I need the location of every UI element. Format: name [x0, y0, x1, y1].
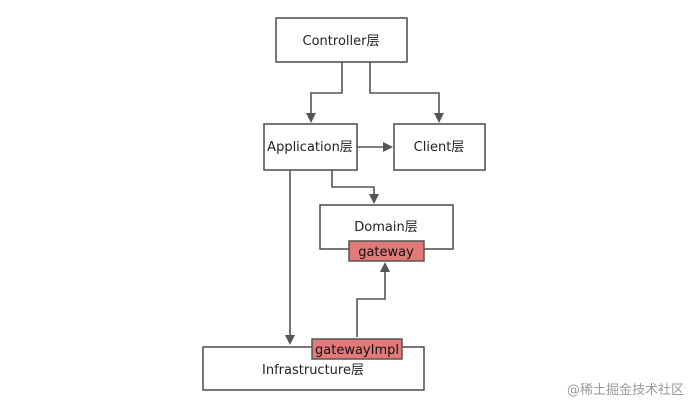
controller-layer-label: Controller层: [303, 34, 380, 49]
arrow-controller-to-client: [369, 62, 444, 123]
controller-layer-box: Controller层: [275, 17, 408, 63]
gateway-impl-tag: gatewayImpl: [311, 338, 403, 360]
arrow-gatewayimpl-to-gateway: [356, 262, 390, 337]
application-layer-box: Application层: [263, 123, 358, 171]
gateway-tag: gateway: [348, 240, 425, 262]
connectors: [285, 62, 444, 345]
infrastructure-layer-label: Infrastructure层: [262, 363, 364, 378]
watermark-text: @稀土掘金技术社区: [567, 382, 684, 398]
client-layer-box: Client层: [393, 123, 486, 171]
arrow-application-to-domain: [331, 170, 379, 204]
arrow-controller-to-application: [306, 62, 343, 123]
gateway-impl-label: gatewayImpl: [315, 343, 399, 358]
gateway-label: gateway: [358, 245, 414, 260]
client-layer-label: Client层: [414, 140, 465, 155]
domain-layer-label: Domain层: [354, 220, 417, 235]
application-layer-label: Application层: [267, 140, 353, 155]
